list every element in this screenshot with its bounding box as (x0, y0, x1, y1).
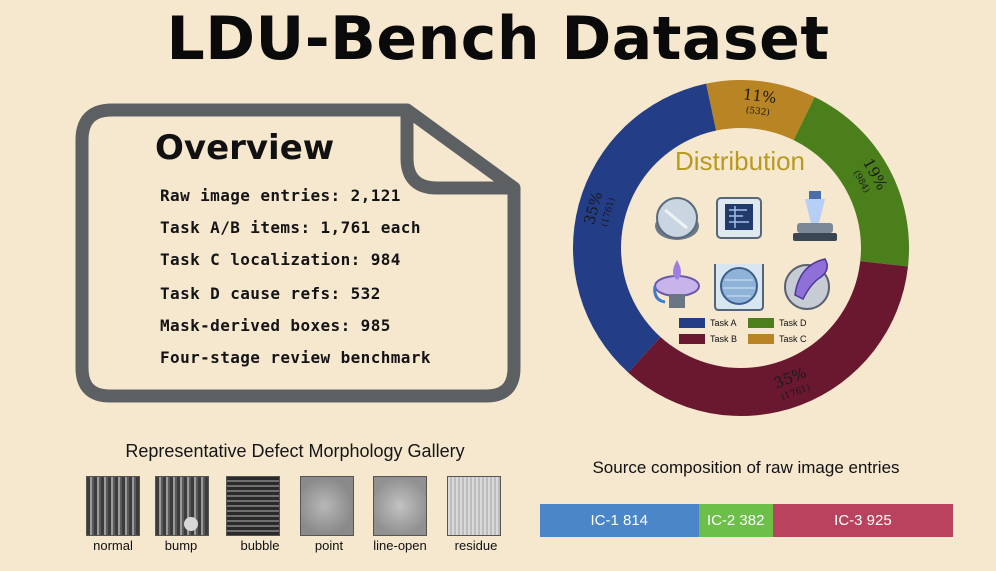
gallery-label: bump (164, 538, 198, 553)
legend-swatch-task-d (748, 318, 774, 328)
legend-swatch-task-c (748, 334, 774, 344)
wafer-disc-icon (651, 194, 703, 246)
legend-label: Task B (710, 334, 738, 344)
legend-swatch-task-a (679, 318, 705, 328)
legend-label: Task D (779, 318, 807, 328)
overview-line: Mask-derived boxes: 985 (160, 316, 391, 335)
legend-swatch-task-b (679, 334, 705, 344)
source-title: Source composition of raw image entries (592, 458, 900, 477)
gallery-image-normal (86, 476, 140, 536)
overview-line: Raw image entries: 2,121 (160, 186, 401, 205)
gallery-title: Representative Defect Morphology Gallery (125, 441, 465, 461)
gallery-image-line-open (373, 476, 427, 536)
overview-line: Four-stage review benchmark (160, 348, 431, 367)
gallery-label: bubble (240, 538, 280, 553)
legend-label: Task A (710, 318, 737, 328)
legend-label: Task C (779, 334, 807, 344)
chip-die-icon (713, 192, 765, 244)
source-segment: IC-3 925 (772, 504, 953, 537)
donut-segment-label: 11%(532) (742, 85, 777, 119)
wafer-bath-icon (711, 258, 764, 311)
gallery-image-bump (155, 476, 209, 536)
distribution-donut-chart: 11%(532)19%(984)35%(1761)35%(1761) (573, 80, 909, 416)
overview-heading: Overview (155, 128, 335, 168)
gallery-label: point (314, 538, 344, 553)
droplet-spinner-icon (651, 256, 703, 308)
wafer-handler-icon (781, 255, 833, 310)
gallery-image-bubble (226, 476, 280, 536)
gallery-image-point (300, 476, 354, 536)
distribution-title: Distribution (674, 146, 806, 176)
source-segment: IC-2 382 (698, 504, 773, 537)
overview-line: Task A/B items: 1,761 each (160, 218, 421, 237)
gallery-label: normal (93, 538, 133, 553)
page-title: LDU-Bench Dataset (166, 4, 830, 74)
gallery-image-residue (447, 476, 501, 536)
donut-percent-label: 11% (742, 85, 777, 107)
gallery-label: line-open (373, 538, 427, 553)
source-segment: IC-1 814 (540, 504, 699, 537)
donut-count-label: (532) (745, 105, 770, 119)
inspection-tool-icon (789, 189, 841, 241)
overview-line: Task D cause refs: 532 (160, 284, 381, 303)
gallery-label: residue (454, 538, 498, 553)
document-frame-icon (75, 103, 521, 403)
overview-line: Task C localization: 984 (160, 250, 401, 269)
